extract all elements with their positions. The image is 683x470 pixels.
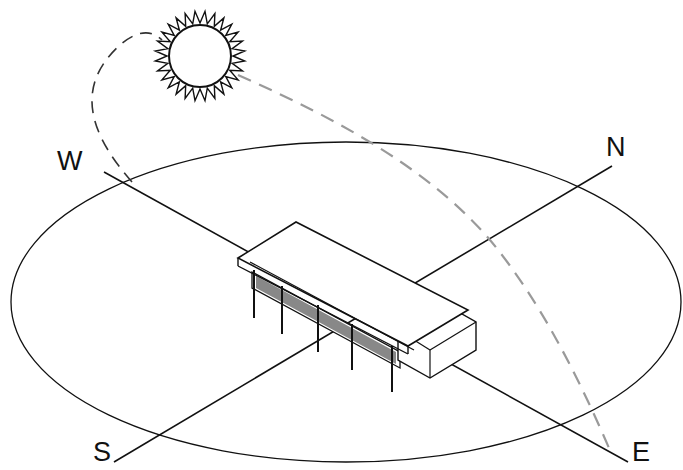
compass-label-position: W	[57, 148, 82, 175]
compass-label: S	[93, 439, 111, 466]
north-south-axis	[114, 166, 612, 462]
sun-symbol	[155, 11, 244, 100]
compass-label-position: N	[606, 134, 626, 161]
sun-path-morning	[92, 33, 162, 182]
sun-path-afternoon	[238, 75, 612, 455]
compass-label-position: S	[93, 439, 111, 466]
compass-label: W	[57, 148, 82, 175]
building	[238, 222, 476, 392]
compass-label: N	[606, 134, 626, 161]
sun-rays	[155, 11, 244, 100]
compass-label: E	[632, 439, 650, 466]
horizon-ellipse	[11, 142, 681, 462]
compass-label-position: E	[632, 439, 650, 466]
west-east-axis	[104, 172, 628, 462]
